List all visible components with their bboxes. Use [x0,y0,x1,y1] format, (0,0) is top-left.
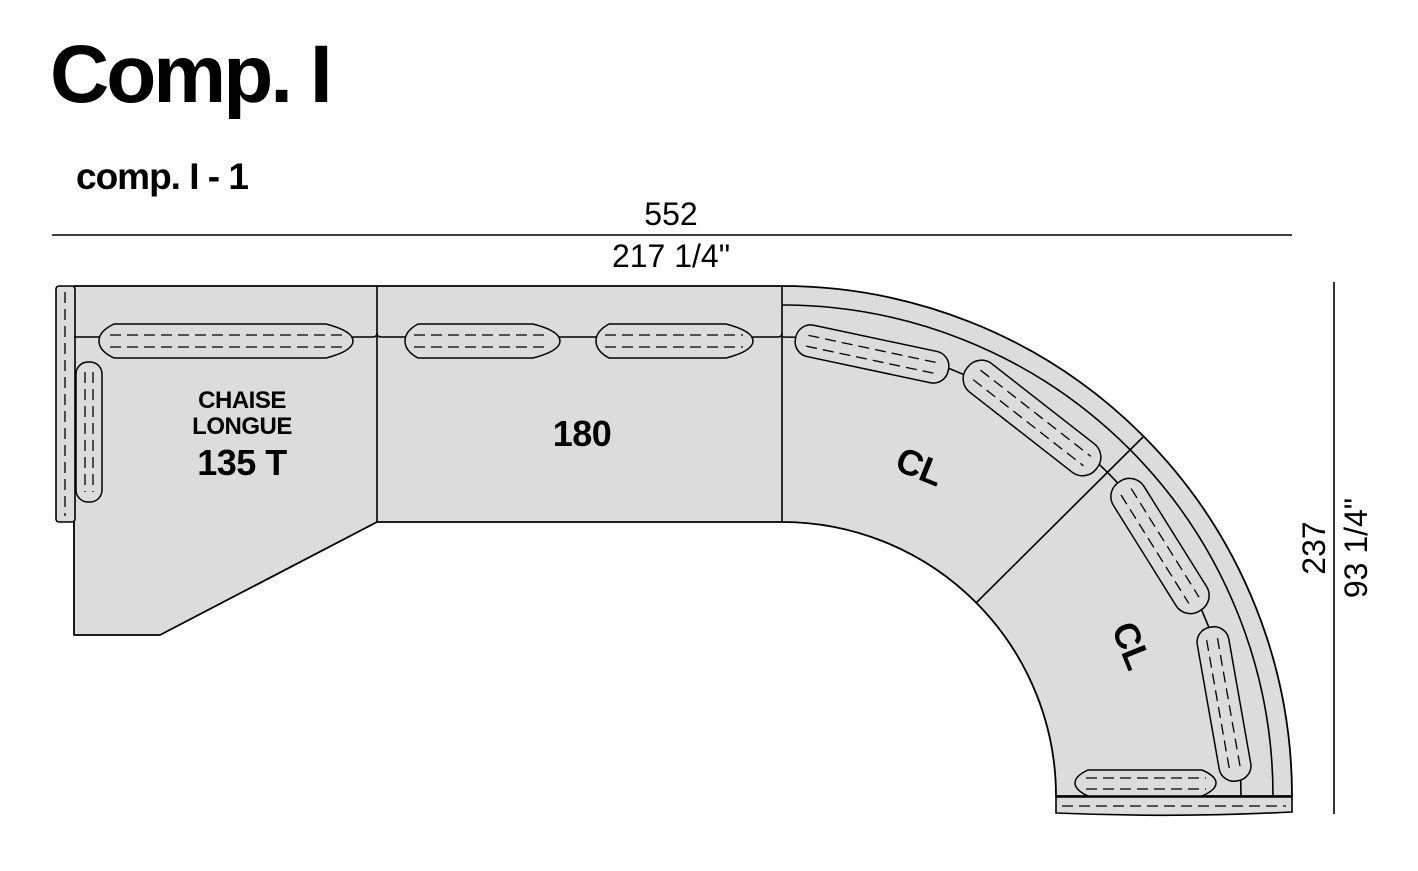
page-title: Comp. I [50,29,333,120]
chaise-back-cushion [98,323,354,359]
depth-dimension-inch: 93 1/4" [1338,498,1374,598]
end-seat-cushion [1074,769,1217,797]
width-dimension-inch: 217 1/4" [612,238,730,274]
depth-dimension-cm: 237 [1296,521,1332,574]
chaise-label-line1: CHAISE [198,387,286,414]
chaise-size-label: 135 T [197,442,287,483]
corner-back-cushion-4 [1196,626,1252,782]
sofa-seat-outline [73,285,1293,797]
corner-back-cushion-1 [794,324,950,384]
center-back-cushion-2 [595,323,754,359]
width-dimension-cm: 552 [644,196,697,232]
curved-backrest-inner-edge [781,304,1274,797]
corner-back-cushion-3 [1110,477,1210,615]
chaise-label-line2: LONGUE [192,413,292,440]
center-module-label: 180 [553,413,612,454]
composition-subtitle: comp. I - 1 [76,156,249,197]
straight-backrest-edge [74,332,783,338]
corner-back-cushion-2 [962,359,1102,477]
module-divider-3 [975,436,1144,604]
chaise-side-cushion [75,361,103,503]
center-back-cushion-1 [404,323,561,359]
